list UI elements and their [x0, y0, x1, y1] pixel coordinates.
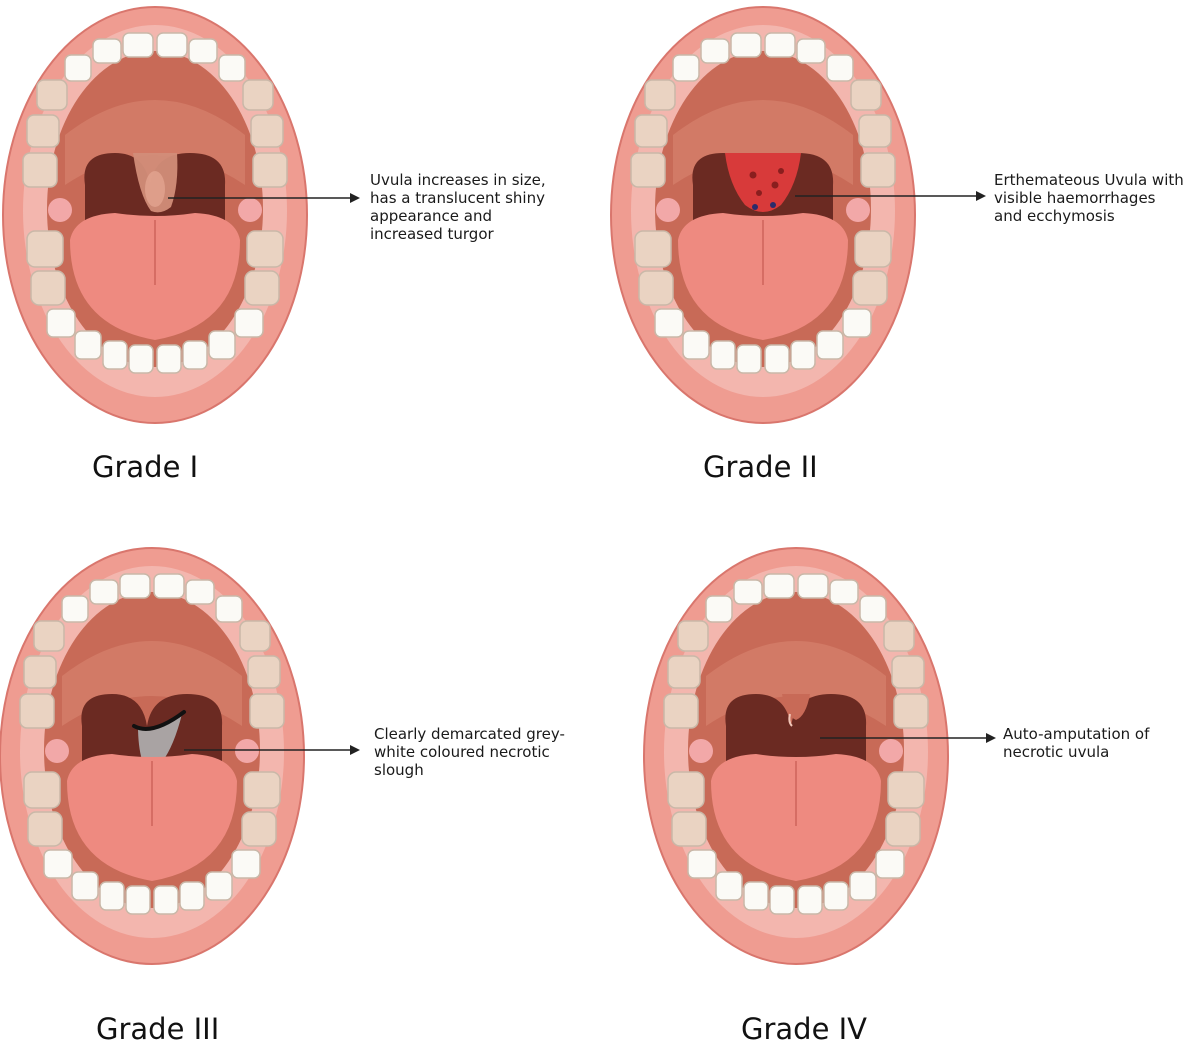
- grade-label: Grade I: [92, 450, 199, 484]
- panel-grade-2: Erthemateous Uvula with visible haemorrh…: [600, 0, 1200, 520]
- erythematous-uvula: [725, 153, 801, 212]
- grade-label: Grade II: [703, 450, 818, 484]
- callout-text: Clearly demarcated grey- white coloured …: [374, 725, 565, 779]
- arrowhead: [350, 745, 360, 755]
- grade-label: Grade IV: [741, 1012, 868, 1046]
- mouth-illustration-grade-2: [610, 6, 986, 424]
- arrowhead: [986, 733, 996, 743]
- arrowhead: [350, 193, 360, 203]
- uvula-stub: [782, 694, 810, 720]
- callout-text: Erthemateous Uvula with visible haemorrh…: [994, 171, 1184, 225]
- panel-grade-4: Auto-amputation of necrotic uvula Grade …: [600, 520, 1200, 1047]
- necrotic-slough: [138, 714, 182, 766]
- mouth-illustration-grade-1: [2, 6, 360, 424]
- grade-label: Grade III: [96, 1012, 220, 1046]
- mouth-illustration-grade-3: [0, 547, 360, 965]
- arrowhead: [976, 191, 986, 201]
- mouth-illustration-grade-4: [643, 547, 996, 965]
- callout-text: Auto-amputation of necrotic uvula: [1003, 725, 1150, 761]
- panel-grade-3: Clearly demarcated grey- white coloured …: [0, 520, 600, 1047]
- callout-text: Uvula increases in size, has a transluce…: [370, 171, 546, 243]
- panel-grade-1: Uvula increases in size, has a transluce…: [0, 0, 600, 520]
